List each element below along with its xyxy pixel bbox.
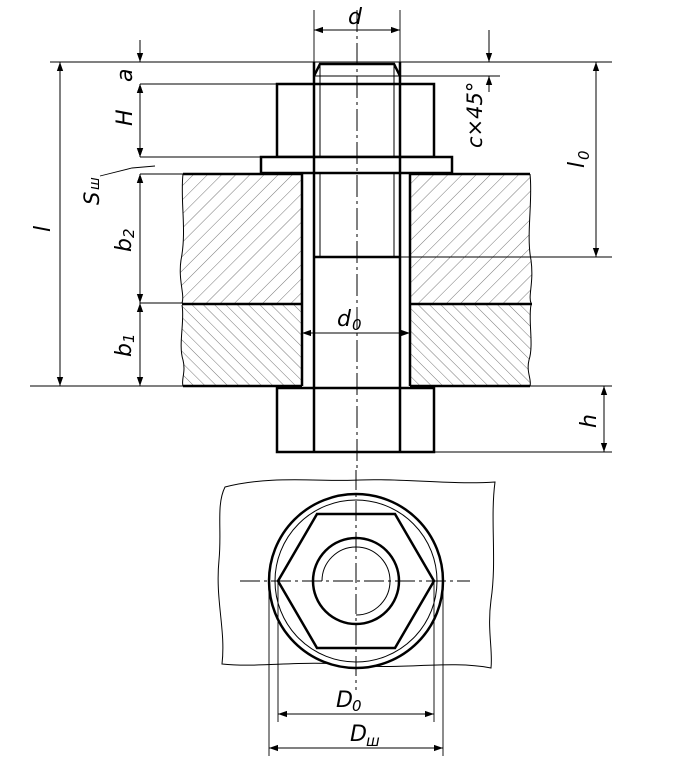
upper-plate-right-section xyxy=(410,174,532,303)
label-chamfer: c×45° xyxy=(463,82,487,148)
plan-view xyxy=(240,470,470,690)
label-a: a xyxy=(113,69,138,82)
label-D0-sub: 0 xyxy=(352,697,362,715)
label-h: h xyxy=(577,414,602,428)
label-l0-main: l xyxy=(565,162,590,168)
label-b2-sub: 2 xyxy=(120,228,138,238)
label-l0: l 0 xyxy=(565,150,593,168)
bolt-head xyxy=(275,386,436,454)
thread-arc xyxy=(321,546,391,616)
label-D0-main: D xyxy=(336,688,353,713)
label-l: l xyxy=(31,226,56,232)
label-s-sub: ш xyxy=(87,177,103,190)
lower-plate xyxy=(180,302,532,388)
label-b1-main: b xyxy=(112,343,137,357)
label-D0: D 0 xyxy=(336,688,362,715)
label-Dw-sub: ш xyxy=(366,732,380,750)
label-l0-sub: 0 xyxy=(575,150,593,160)
label-d0-main: d xyxy=(337,307,352,332)
label-s: S ш xyxy=(80,177,104,205)
lower-plate-left-section xyxy=(181,305,302,386)
upper-plate xyxy=(179,172,533,304)
label-b1: b 1 xyxy=(112,333,138,357)
label-d0: d 0 xyxy=(337,307,362,334)
extension-lines xyxy=(30,10,612,453)
lower-plate-right-section xyxy=(410,305,532,386)
plan-view-plate xyxy=(217,479,496,669)
bolt-hole xyxy=(300,174,412,386)
label-d0-sub: 0 xyxy=(352,316,362,334)
nut xyxy=(275,82,436,159)
label-d: d xyxy=(348,5,363,30)
label-s-main: S xyxy=(80,192,104,205)
label-b2: b 2 xyxy=(112,228,138,252)
label-Dw-main: D xyxy=(350,722,367,747)
label-Dw: D ш xyxy=(350,722,380,750)
label-b1-sub: 1 xyxy=(120,333,138,343)
label-b2-main: b xyxy=(112,238,137,252)
plan-dimensions xyxy=(268,581,444,756)
upper-plate-left-section xyxy=(180,174,302,303)
s-leader xyxy=(99,165,156,177)
label-H: H xyxy=(113,109,138,126)
dimension-lines xyxy=(56,26,608,452)
